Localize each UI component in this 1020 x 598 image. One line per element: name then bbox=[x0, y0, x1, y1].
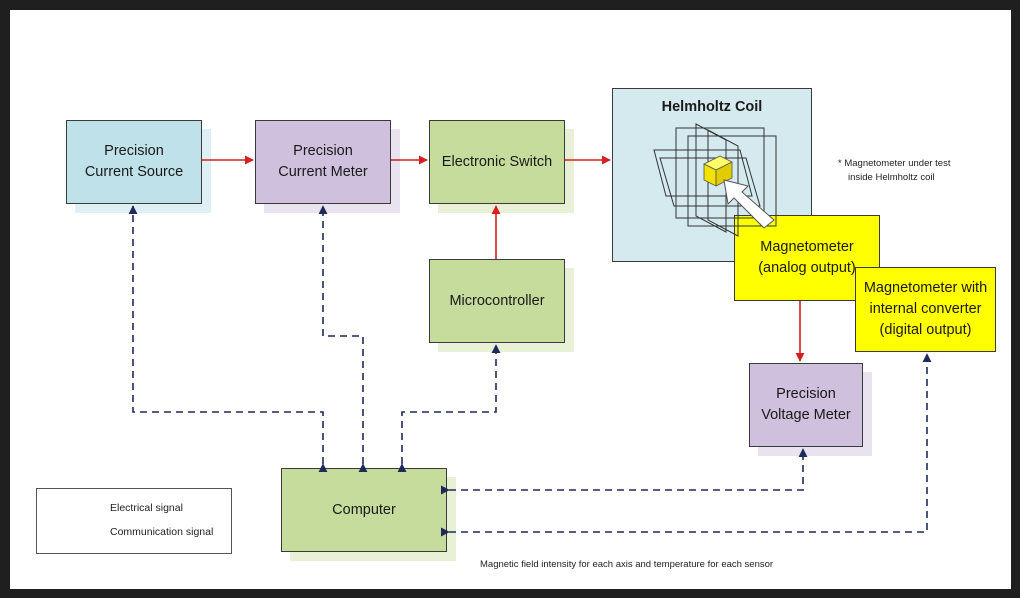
helmholtz-coil-title: Helmholtz Coil bbox=[661, 99, 763, 115]
magnetometer-note-line2: inside Helmholtz coil bbox=[848, 172, 935, 183]
legend bbox=[36, 488, 232, 554]
edge-computer-magnetometer-digital bbox=[440, 353, 932, 537]
precision-current-source-box: Precision Current Source bbox=[66, 120, 202, 204]
computer-label: Computer bbox=[332, 501, 396, 518]
pointer-arrow-icon bbox=[723, 179, 775, 229]
precision-current-meter-label: Precision Current Meter bbox=[278, 143, 368, 180]
edge-computer-voltage-meter bbox=[440, 448, 808, 495]
microcontroller-label: Microcontroller bbox=[449, 292, 545, 309]
legend-communication-label: Communication signal bbox=[110, 526, 214, 538]
precision-current-source-label: Precision Current Source bbox=[84, 143, 184, 180]
electronic-switch-label: Electronic Switch bbox=[441, 153, 553, 170]
magnetometer-digital-label: Magnetometer with internal converter (di… bbox=[863, 280, 988, 338]
edge-computer-current-meter bbox=[318, 205, 368, 473]
precision-current-meter-box: Precision Current Meter bbox=[255, 120, 391, 204]
electronic-switch-box: Electronic Switch bbox=[429, 120, 565, 204]
bottom-caption: Magnetic field intensity for each axis a… bbox=[480, 559, 774, 570]
magnetometer-analog-label: Magnetometer (analog output) bbox=[758, 239, 856, 276]
magnetometer-analog-box: Magnetometer (analog output) bbox=[734, 215, 880, 301]
microcontroller-box: Microcontroller bbox=[429, 259, 565, 343]
edge-computer-current-source bbox=[128, 205, 328, 473]
legend-electrical-label: Electrical signal bbox=[110, 502, 183, 514]
magnetometer-digital-box: Magnetometer with internal converter (di… bbox=[855, 267, 996, 352]
edge-computer-microcontroller bbox=[397, 344, 501, 473]
magnetometer-note-line1: * Magnetometer under test bbox=[838, 158, 951, 169]
magnetometer-cube-icon bbox=[703, 155, 733, 187]
